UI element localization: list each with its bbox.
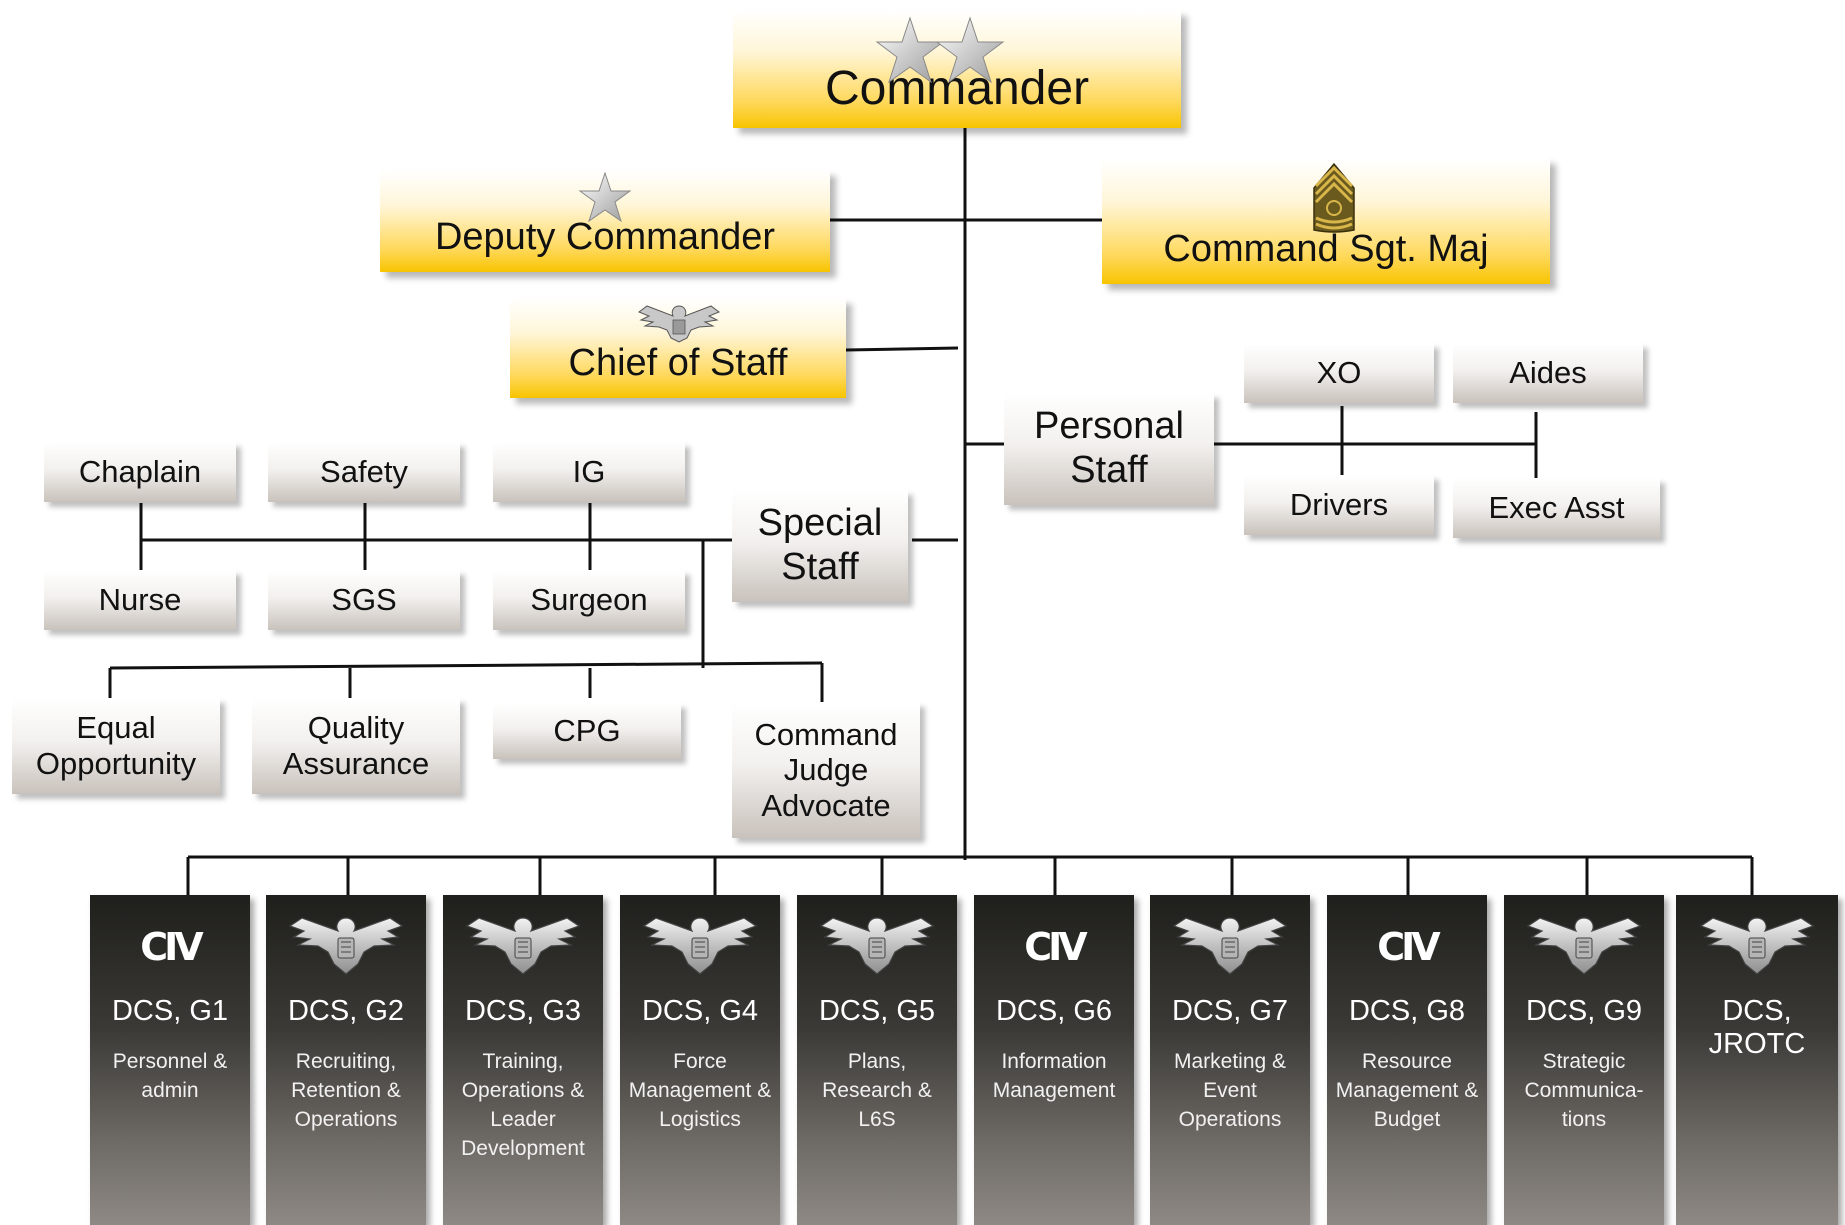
nurse-label: Nurse [98,582,182,618]
dcs-column[interactable]: DCS, G7 Marketing & Event Operations [1150,895,1310,1225]
special-staff-nurse[interactable]: Nurse [44,570,236,630]
dcs-description: Resource Management & Budget [1335,1050,1479,1131]
dcs-column[interactable]: CIV DCS, G6 Information Management [974,895,1134,1225]
dcs-title: DCS, G8 [1348,995,1466,1027]
personal-staff-exec-asst[interactable]: Exec Asst [1453,478,1660,538]
chief-of-staff-box[interactable]: Chief of Staff [510,298,846,398]
special-staff-equal-opportunity[interactable]: Equal Opportunity [12,698,220,794]
drivers-label: Drivers [1289,487,1389,523]
dcs-column[interactable]: DCS, JROTC [1676,895,1838,1225]
personal-staff-aides[interactable]: Aides [1453,343,1643,403]
colonel-eagle-icon [1526,903,1642,991]
deputy-commander-label: Deputy Commander [434,216,776,259]
dcs-column[interactable]: DCS, G4 Force Management & Logistics [620,895,780,1225]
dcs-description: Strategic Communica-tions [1524,1050,1644,1131]
dcs-description: Training, Operations & Leader Developmen… [461,1050,585,1160]
dcs-description: Personnel & admin [112,1050,228,1102]
civilian-badge: CIV [1024,925,1087,969]
chief-line [845,346,959,352]
safety-label: Safety [320,454,408,490]
colonel-eagle-icon [1699,903,1815,991]
colonel-eagle-icon [819,903,935,991]
command-sgt-maj-box[interactable]: Command Sgt. Maj [1102,158,1550,284]
ig-label: IG [572,454,606,490]
civilian-badge: CIV [1377,925,1440,969]
special-staff-label: Special Staff [757,502,883,588]
dcs-description: Marketing & Event Operations [1173,1050,1287,1131]
colonel-eagle-icon [288,903,404,991]
special-staff-cpg[interactable]: CPG [493,703,681,759]
equal-opportunity-label: Equal Opportunity [35,710,197,781]
personal-staff-drivers[interactable]: Drivers [1244,475,1434,535]
dcs-description: Recruiting, Retention & Operations [291,1050,401,1131]
aides-label: Aides [1509,355,1587,391]
dcs-title: DCS, G5 [818,995,936,1027]
surgeon-label: Surgeon [530,582,648,618]
personal-staff-xo[interactable]: XO [1244,343,1434,403]
one-star-icon [578,172,632,224]
command-sgt-maj-label: Command Sgt. Maj [1163,228,1489,271]
cpg-label: CPG [553,713,621,749]
dcs-title: DCS, G4 [641,995,759,1027]
personal-staff-box[interactable]: Personal Staff [1004,393,1214,505]
dcs-title: DCS, G9 [1525,995,1643,1027]
dcs-description: Force Management & Logistics [628,1050,772,1131]
quality-assurance-label: Quality Assurance [282,710,430,781]
special-staff-ig[interactable]: IG [493,442,685,502]
dcs-column[interactable]: CIV DCS, G1 Personnel & admin [90,895,250,1225]
special-staff-chaplain[interactable]: Chaplain [44,442,236,502]
command-sergeant-major-chevron-icon [1312,160,1356,234]
personal-staff-label: Personal Staff [1034,405,1184,491]
commander-box[interactable]: Commander [733,10,1181,128]
chaplain-label: Chaplain [78,454,202,490]
sgs-label: SGS [331,582,397,618]
chief-of-staff-label: Chief of Staff [568,342,788,385]
dcs-title: DCS, G7 [1171,995,1289,1027]
dcs-title: DCS, JROTC [1708,995,1806,1060]
dcs-description: Information Management [992,1050,1116,1102]
deputy-commander-box[interactable]: Deputy Commander [380,170,830,272]
dcs-column[interactable]: DCS, G9 Strategic Communica-tions [1504,895,1664,1225]
command-judge-advocate-label: Command Judge Advocate [754,716,898,823]
xo-label: XO [1316,355,1362,391]
special-staff-safety[interactable]: Safety [268,442,460,502]
dcs-title: DCS, G3 [464,995,582,1027]
two-star-icon [875,16,1005,86]
dcs-title: DCS, G2 [287,995,405,1027]
special-staff-command-judge-advocate[interactable]: Command Judge Advocate [732,702,920,838]
dcs-column[interactable]: DCS, G5 Plans, Research & L6S [797,895,957,1225]
colonel-eagle-icon [637,300,721,344]
special-staff-surgeon[interactable]: Surgeon [493,570,685,630]
exec-asst-label: Exec Asst [1488,490,1625,526]
dcs-column[interactable]: DCS, G2 Recruiting, Retention & Operatio… [266,895,426,1225]
colonel-eagle-icon [642,903,758,991]
dcs-description: Plans, Research & L6S [822,1050,932,1131]
dcs-title: DCS, G1 [111,995,229,1027]
special-staff-sgs[interactable]: SGS [268,570,460,630]
colonel-eagle-icon [1172,903,1288,991]
colonel-eagle-icon [465,903,581,991]
special-staff-box[interactable]: Special Staff [732,490,908,602]
special-staff-quality-assurance[interactable]: Quality Assurance [252,698,460,794]
dcs-column[interactable]: DCS, G3 Training, Operations & Leader De… [443,895,603,1225]
dcs-title: DCS, G6 [995,995,1113,1027]
dcs-column[interactable]: CIV DCS, G8 Resource Management & Budget [1327,895,1487,1225]
civilian-badge: CIV [140,925,203,969]
